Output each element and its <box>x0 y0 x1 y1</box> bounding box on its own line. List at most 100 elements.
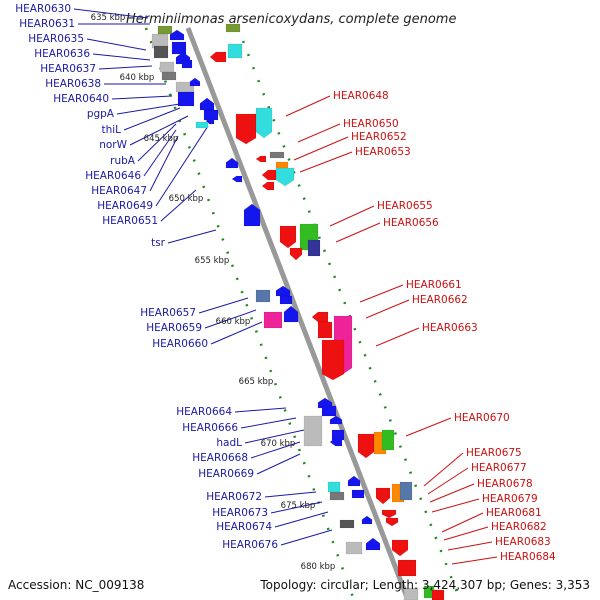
gene-glyph[interactable] <box>255 289 271 303</box>
gene-label-left[interactable]: HEAR0659 <box>146 322 202 334</box>
gene-label-left[interactable]: HEAR0676 <box>222 539 278 551</box>
gene-label-right[interactable]: HEAR0656 <box>383 217 439 229</box>
gene-glyph[interactable] <box>345 541 363 555</box>
gene-glyph[interactable] <box>321 405 337 417</box>
gene-glyph[interactable] <box>321 339 345 381</box>
gene-label-left[interactable]: pgpA <box>87 108 115 120</box>
gene-label-right[interactable]: HEAR0663 <box>422 322 478 334</box>
gene-label-right[interactable]: HEAR0662 <box>412 294 468 306</box>
gene-glyph[interactable] <box>375 487 391 505</box>
gene-glyph[interactable] <box>255 107 273 139</box>
gene-glyph[interactable] <box>303 415 323 447</box>
gene-label-left[interactable]: HEAR0666 <box>182 422 238 434</box>
gene-glyph[interactable] <box>329 415 343 425</box>
gene-glyph[interactable] <box>243 203 261 227</box>
gene-glyph[interactable] <box>275 167 295 187</box>
gene-glyph[interactable] <box>329 437 343 447</box>
gene-glyph[interactable] <box>361 515 373 525</box>
gene-label-left[interactable]: HEAR0673 <box>212 507 268 519</box>
gene-label-left[interactable]: HEAR0647 <box>91 185 147 197</box>
gene-glyph[interactable] <box>329 491 345 501</box>
gene-label-left[interactable]: norW <box>99 139 127 151</box>
gene-glyph[interactable] <box>357 433 375 459</box>
gene-glyph[interactable] <box>275 285 291 297</box>
gene-glyph[interactable] <box>391 539 409 557</box>
gene-glyph[interactable] <box>153 45 169 59</box>
gene-label-right[interactable]: HEAR0681 <box>486 507 542 519</box>
gene-label-right[interactable]: HEAR0648 <box>333 90 389 102</box>
gene-label-left[interactable]: hadL <box>216 437 242 449</box>
gene-glyph[interactable] <box>263 311 283 329</box>
gene-glyph[interactable] <box>431 589 445 600</box>
gene-glyph[interactable] <box>269 151 285 159</box>
gene-label-right[interactable]: HEAR0650 <box>343 118 399 130</box>
gene-label-left[interactable]: HEAR0657 <box>140 307 196 319</box>
gene-label-left[interactable]: HEAR0660 <box>152 338 208 350</box>
gene-label-right[interactable]: HEAR0684 <box>500 551 556 563</box>
gene-label-right[interactable]: HEAR0655 <box>377 200 433 212</box>
gene-glyph[interactable] <box>365 537 381 551</box>
gene-label-right[interactable]: HEAR0679 <box>482 493 538 505</box>
gene-label-left[interactable]: HEAR0637 <box>40 63 96 75</box>
gene-label-left[interactable]: HEAR0672 <box>206 491 262 503</box>
gene-glyph[interactable] <box>209 51 227 63</box>
gene-label-left[interactable]: HEAR0649 <box>97 200 153 212</box>
gene-label-left[interactable]: rubA <box>110 155 136 167</box>
gene-glyph[interactable] <box>317 321 333 339</box>
gene-label-left[interactable]: HEAR0636 <box>34 48 90 60</box>
gene-label-left[interactable]: HEAR0668 <box>192 452 248 464</box>
gene-label-left[interactable]: HEAR0631 <box>19 18 75 30</box>
gene-label-left[interactable]: HEAR0651 <box>102 215 158 227</box>
gene-glyph[interactable] <box>331 429 345 441</box>
gene-glyph[interactable] <box>169 29 185 41</box>
gene-glyph[interactable] <box>397 559 417 577</box>
gene-label-right[interactable]: HEAR0678 <box>477 478 533 490</box>
gene-label-right[interactable]: HEAR0682 <box>491 521 547 533</box>
gene-glyph[interactable] <box>339 519 355 529</box>
gene-glyph[interactable] <box>225 23 241 33</box>
gene-label-left[interactable]: HEAR0630 <box>15 3 71 15</box>
gene-glyph[interactable] <box>161 71 177 81</box>
gene-glyph[interactable] <box>189 77 201 87</box>
gene-glyph[interactable] <box>231 175 243 183</box>
gene-glyph[interactable] <box>381 509 397 519</box>
gene-label-left[interactable]: HEAR0640 <box>53 93 109 105</box>
gene-glyph[interactable] <box>225 157 239 169</box>
gene-label-right[interactable]: HEAR0670 <box>454 412 510 424</box>
gene-glyph[interactable] <box>403 587 419 600</box>
gene-glyph[interactable] <box>327 481 341 493</box>
gene-glyph[interactable] <box>385 517 399 527</box>
gene-label-right[interactable]: HEAR0677 <box>471 462 527 474</box>
gene-glyph[interactable] <box>289 247 303 261</box>
gene-label-left[interactable]: HEAR0669 <box>198 468 254 480</box>
gene-glyph[interactable] <box>279 295 293 305</box>
gene-glyph[interactable] <box>317 397 333 409</box>
gene-glyph[interactable] <box>195 121 209 129</box>
gene-glyph[interactable] <box>177 91 195 107</box>
gene-label-left[interactable]: HEAR0646 <box>85 170 141 182</box>
gene-label-left[interactable]: HEAR0664 <box>176 406 232 418</box>
gene-glyph[interactable] <box>311 311 329 323</box>
gene-glyph[interactable] <box>199 97 215 111</box>
gene-glyph[interactable] <box>159 61 175 73</box>
gene-glyph[interactable] <box>171 41 187 55</box>
gene-label-right[interactable]: HEAR0661 <box>406 279 462 291</box>
gene-glyph[interactable] <box>347 475 361 487</box>
gene-label-left[interactable]: HEAR0674 <box>216 521 272 533</box>
gene-glyph[interactable] <box>181 59 193 69</box>
gene-glyph[interactable] <box>279 225 297 249</box>
gene-label-left[interactable]: HEAR0635 <box>28 33 84 45</box>
gene-glyph[interactable] <box>261 169 277 181</box>
gene-glyph[interactable] <box>399 481 413 501</box>
gene-glyph[interactable] <box>157 25 173 35</box>
gene-glyph[interactable] <box>227 43 243 59</box>
gene-label-left[interactable]: HEAR0638 <box>45 78 101 90</box>
gene-label-left[interactable]: tsr <box>151 237 166 249</box>
gene-glyph[interactable] <box>255 155 267 163</box>
gene-glyph[interactable] <box>261 181 275 191</box>
gene-glyph[interactable] <box>203 109 219 121</box>
gene-glyph[interactable] <box>307 239 321 257</box>
gene-label-right[interactable]: HEAR0652 <box>351 131 407 143</box>
gene-label-right[interactable]: HEAR0653 <box>355 146 411 158</box>
gene-glyph[interactable] <box>235 113 257 145</box>
